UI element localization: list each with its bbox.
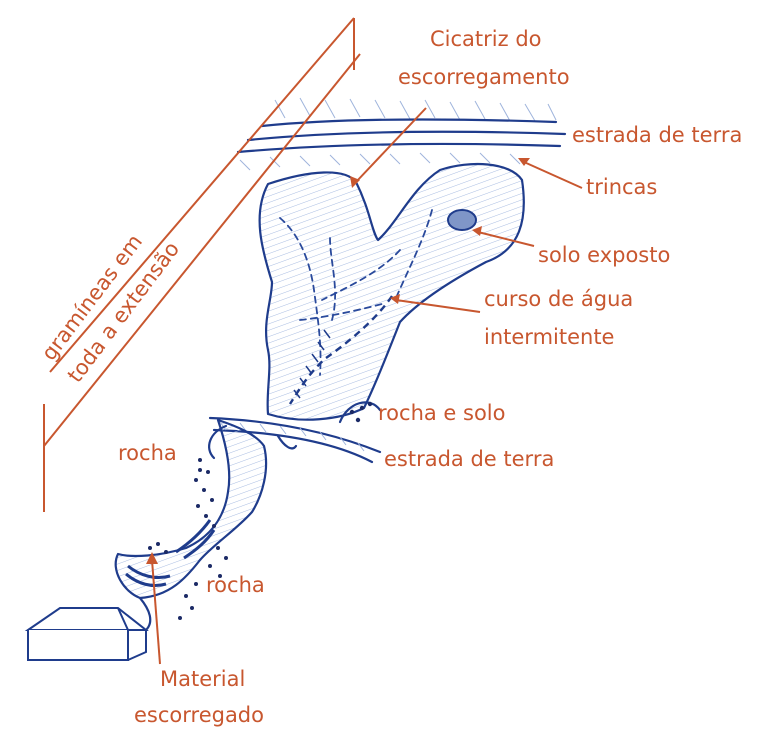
label-material-2: escorregado: [134, 703, 264, 727]
rock-dots-right: [178, 546, 228, 620]
label-bottom-road: estrada de terra: [384, 447, 554, 471]
label-rocha-left: rocha: [118, 441, 177, 465]
leader-lines: [146, 107, 583, 665]
label-trincas: trincas: [586, 175, 657, 199]
label-cicatriz-2: escorregamento: [398, 65, 570, 89]
label-material-1: Material: [160, 667, 245, 691]
label-rocha-e-solo: rocha e solo: [378, 401, 506, 425]
label-rocha-bottom: rocha: [206, 573, 265, 597]
label-cicatriz-1: Cicatriz do: [430, 27, 542, 51]
label-solo-exposto: solo exposto: [538, 243, 670, 267]
label-curso-1: curso de água: [484, 287, 633, 311]
landslide-scar: [258, 162, 525, 421]
label-curso-2: intermitente: [484, 325, 614, 349]
house-icon: [24, 607, 149, 661]
lower-channel: [114, 418, 268, 632]
label-top-road: estrada de terra: [572, 123, 742, 147]
grass-extent-lines: [43, 17, 361, 512]
top-road: [236, 97, 567, 171]
rock-dots-left: [194, 458, 216, 528]
